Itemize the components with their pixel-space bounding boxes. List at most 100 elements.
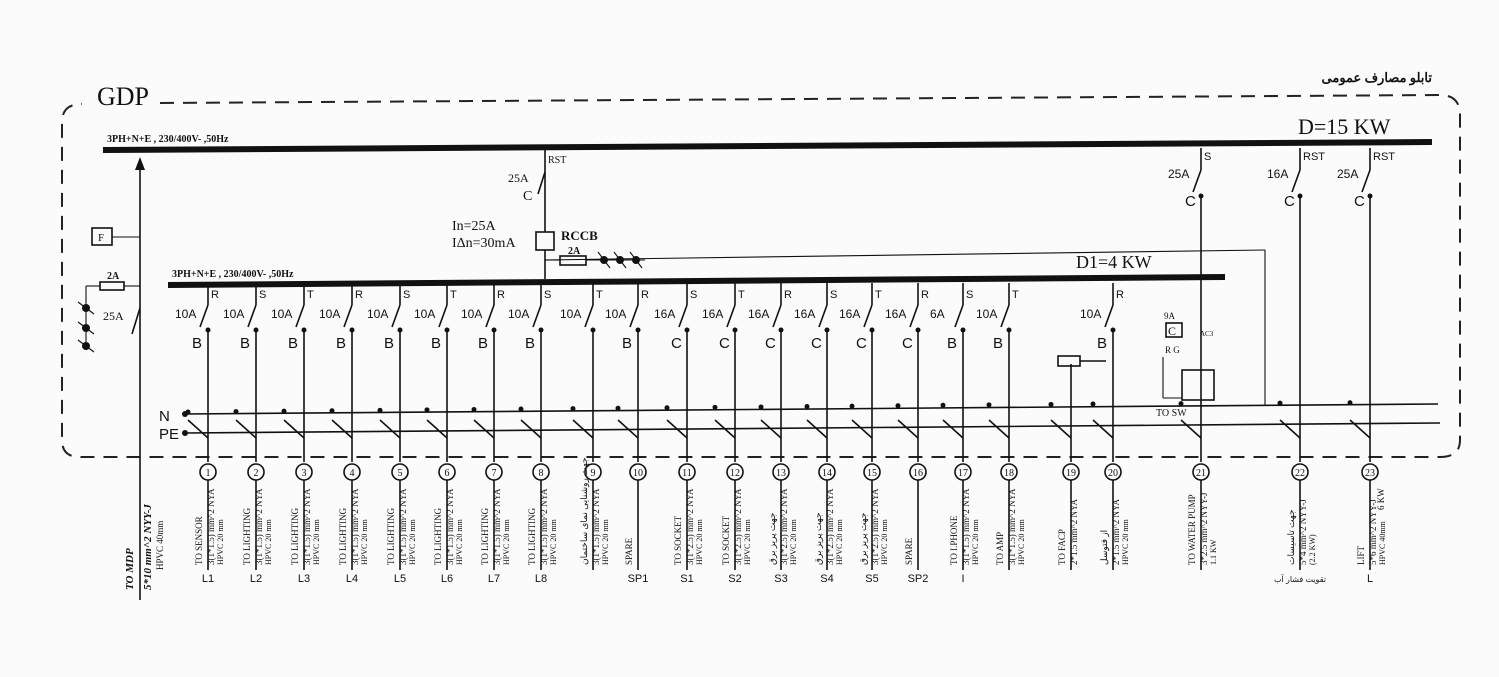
feeder-tag: L1 (202, 573, 214, 585)
feeder-conduit: HPVC 40mm (1378, 520, 1387, 565)
feeder-phase: R (1116, 289, 1124, 301)
sub-demand: D1=4 KW (1076, 252, 1152, 272)
rccb-main-breaker: 25A (508, 171, 529, 185)
feeder-curve: B (1097, 335, 1107, 352)
feeder-number: 17 (958, 468, 968, 479)
feeder-20 (1090, 283, 1122, 570)
feeder-rating: 10A (1080, 307, 1101, 321)
pump-thermal: 9A (1164, 311, 1176, 321)
feeder-8 (518, 283, 550, 570)
feeder-7 (471, 283, 503, 570)
feeder-tag: S4 (820, 573, 833, 585)
pe-bar (184, 422, 1441, 434)
meter-symbol: F (98, 232, 104, 244)
incoming-feeder: F 2A 25A TO MDP 5*10 mm^2 NYY-J HPVC 40m… (77, 157, 165, 600)
feeder-description: TO LIGHTING (242, 507, 252, 565)
feeder-number: 11 (682, 468, 692, 479)
feeder-cable: 3(1*2.5) mm^2 NYA (733, 488, 743, 565)
pump-relay: R G (1165, 345, 1180, 355)
feeder-rating: 10A (976, 307, 997, 321)
feeder-number: 10 (633, 468, 643, 479)
feeder-tag: L2 (250, 573, 262, 585)
feeder-12 (712, 283, 744, 570)
lift-power: 6 KW (1376, 488, 1386, 510)
rccb-main-curve: C (523, 189, 532, 204)
feeder-rating: 10A (223, 307, 244, 321)
feeder-conduit: HPVC 20 mm (216, 518, 225, 565)
feeder-rating: 16A (794, 307, 815, 321)
feeder-cable: 5*4 mm^2 NYY-J (1298, 499, 1308, 565)
feeder-phase: S (1204, 151, 1211, 163)
feeder-conduit: 1.1 KW (1209, 539, 1218, 565)
feeder-description: TO LIGHTING (480, 507, 490, 565)
pe-label: PE (159, 426, 179, 443)
rccb-label: RCCB (561, 228, 598, 243)
feeder-4 (329, 283, 361, 570)
feeder-rating: 16A (702, 307, 723, 321)
feeder-rating: 10A (271, 307, 292, 321)
feeder-conduit: HPVC 20 mm (1017, 518, 1026, 565)
feeder-23 (1347, 148, 1379, 570)
main-demand: D=15 KW (1298, 114, 1391, 139)
feeder-rating: 6A (930, 307, 945, 321)
feeder-curve: B (240, 335, 250, 352)
feeder-curve: B (288, 335, 298, 352)
feeder-number: 21 (1196, 468, 1206, 479)
feeder-phase: R (641, 289, 649, 301)
feeder-number: 9 (591, 468, 596, 479)
feeder-phase: R (211, 289, 219, 301)
feeder-cable: 3(1*2.5) mm^2 NYA (825, 488, 835, 565)
feeder-number: 5 (398, 468, 403, 479)
feeder-cable: 3(1*2.5) mm^2 NYA (685, 488, 695, 565)
feeder-cable: 3(1*1.5) mm^2 NYA (492, 488, 502, 565)
feeder-conduit: HPVC 20 mm (408, 518, 417, 565)
feeder-rating: 25A (1337, 167, 1358, 181)
main-bus-spec: 3PH+N+E , 230/400V- ,50Hz (107, 134, 229, 145)
feeder-cable: 3(1*1.5) mm^2 NYA (591, 488, 601, 565)
feeder-tag: L3 (298, 573, 310, 585)
feeder-tag: تقویت فشار آب (1274, 574, 1326, 584)
feeder-17 (940, 283, 972, 570)
feeder-curve: C (671, 335, 682, 352)
panel-name: GDP (97, 82, 149, 111)
feeder-curve: B (384, 335, 394, 352)
feeder-rating: 10A (508, 307, 529, 321)
feeder-phase: T (450, 289, 457, 301)
neutral-bar (184, 403, 1439, 415)
feeder-conduit: HPVC 20 mm (601, 518, 610, 565)
feeder-14 (804, 283, 836, 570)
feeder-number: 4 (350, 468, 355, 479)
feeder-rating: 25A (1168, 167, 1189, 181)
incoming-spd-fuse: 2A (107, 271, 120, 282)
feeder-rating: 16A (748, 307, 769, 321)
feeder-description: TO FACP (1057, 529, 1067, 565)
feeder-description: TO SOCKET (673, 515, 683, 565)
feeder-tag: SP1 (628, 573, 649, 585)
feeder-description: از فتوسل (1099, 530, 1110, 565)
feeder-phase: S (544, 289, 551, 301)
feeder-conduit: HPVC 20 mm (312, 518, 321, 565)
feeder-phase: T (738, 289, 745, 301)
feeder-rating: 16A (654, 307, 675, 321)
feeder-description: SPARE (904, 537, 914, 565)
feeder-rating: 10A (560, 307, 581, 321)
feeder-conduit: HPVC 20 mm (695, 518, 704, 565)
pump-contactor: C (1168, 324, 1176, 338)
feeder-conduit: HPVC 20 mm (549, 518, 558, 565)
feeder-rating: 10A (461, 307, 482, 321)
incoming-cable-spec: 5*10 mm^2 NYY-J (142, 504, 154, 590)
feeder-description: TO LIGHTING (386, 507, 396, 565)
feeder-number: 15 (867, 468, 877, 479)
feeder-rating: 16A (839, 307, 860, 321)
pump-control: C 9A R G AC3 (1162, 311, 1215, 401)
feeder-number: 23 (1365, 468, 1375, 479)
feeder-conduit: HPVC 20 mm (455, 518, 464, 565)
feeder-cable: 3*2.5 mm^2 NYY-J (1199, 492, 1209, 565)
feeder-number: 16 (913, 468, 923, 479)
feeder-tag: S5 (865, 573, 878, 585)
feeder-number: 3 (302, 468, 307, 479)
feeder-number: 18 (1004, 468, 1014, 479)
feeder-conduit: HPVC 20 mm (971, 518, 980, 565)
feeder-curve: C (1354, 193, 1365, 210)
